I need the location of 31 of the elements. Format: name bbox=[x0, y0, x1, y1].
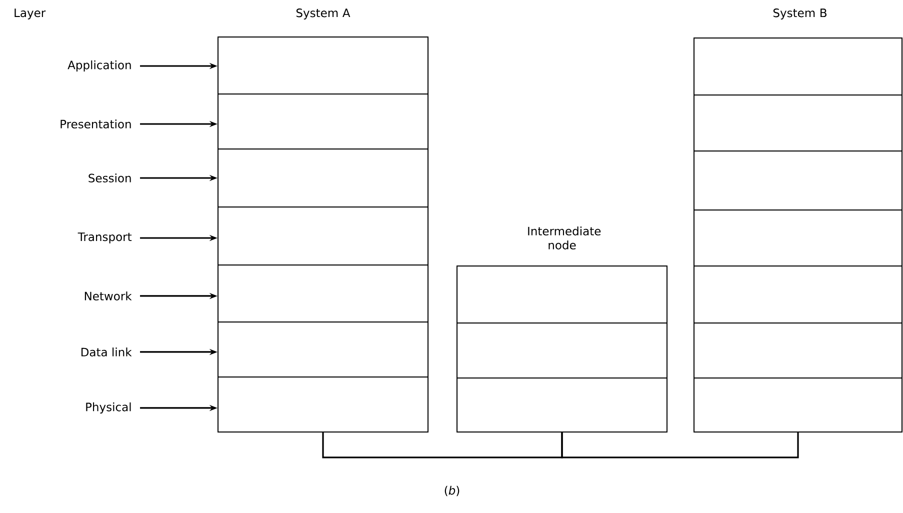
layer-label: Network bbox=[84, 292, 132, 300]
layer-heading: Layer bbox=[14, 8, 46, 20]
layer-box bbox=[694, 377, 902, 432]
layer-label: Transport bbox=[78, 232, 132, 244]
layer-box bbox=[218, 322, 428, 378]
caption: (b) bbox=[444, 486, 460, 496]
layer-box bbox=[694, 94, 902, 152]
layer-box bbox=[694, 265, 902, 324]
layer-box bbox=[456, 265, 668, 324]
stack-title: System B bbox=[773, 8, 826, 20]
layer-box bbox=[218, 376, 428, 432]
bus-line bbox=[322, 432, 563, 458]
bus-line bbox=[561, 432, 799, 458]
stack-title: System A bbox=[296, 8, 350, 20]
stack-title: Intermediate node bbox=[528, 226, 601, 250]
layer-box bbox=[218, 264, 428, 322]
layer-label: Application bbox=[68, 60, 131, 72]
layer-box bbox=[694, 38, 902, 96]
layer-box bbox=[694, 322, 902, 378]
layer-label: Presentation bbox=[60, 120, 131, 128]
layer-box bbox=[694, 150, 902, 210]
layer-box bbox=[218, 36, 428, 94]
layer-box bbox=[694, 209, 902, 266]
layer-box bbox=[218, 206, 428, 266]
layer-box bbox=[456, 377, 668, 432]
layer-label: Physical bbox=[86, 402, 131, 414]
layer-box bbox=[456, 322, 668, 378]
layer-label: Data link bbox=[81, 348, 132, 356]
layer-box bbox=[218, 148, 428, 208]
layer-label: Session bbox=[88, 174, 131, 182]
layer-box bbox=[218, 94, 428, 150]
